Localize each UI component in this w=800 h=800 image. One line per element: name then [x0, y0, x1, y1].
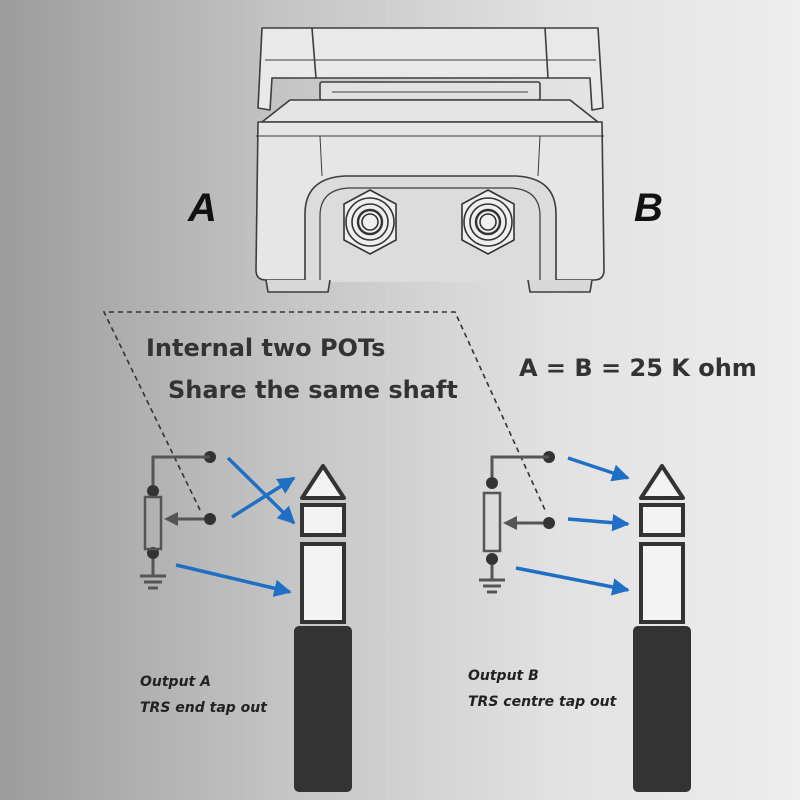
trs-plug-a — [294, 464, 352, 792]
arrow-icon — [175, 563, 292, 597]
arrow-icon — [567, 513, 630, 532]
output-a-desc: TRS end tap out — [140, 700, 267, 716]
resistance-label: A = B = 25 K ohm — [519, 354, 757, 382]
output-b-desc: TRS centre tap out — [468, 694, 617, 710]
potentiometer-symbol-b — [479, 451, 555, 594]
arrows-output-b — [515, 456, 630, 596]
arrow-icon — [231, 476, 296, 519]
label-a: A — [188, 186, 217, 230]
dashed-callout — [102, 311, 546, 511]
jack-socket-a — [343, 189, 397, 255]
arrow-icon — [567, 456, 630, 482]
pots-heading-line1: Internal two POTs — [146, 334, 386, 362]
pedal-housing — [255, 27, 605, 293]
arrows-output-a — [175, 456, 296, 597]
jack-socket-b — [461, 189, 515, 255]
potentiometer-symbol-a — [140, 451, 216, 590]
output-b-title: Output B — [468, 668, 539, 684]
trs-plug-b — [633, 464, 691, 792]
arrow-icon — [515, 566, 630, 596]
output-a-title: Output A — [140, 674, 211, 690]
label-b: B — [634, 186, 663, 230]
arrow-icon — [226, 456, 296, 525]
pots-heading-line2: Share the same shaft — [168, 376, 458, 404]
